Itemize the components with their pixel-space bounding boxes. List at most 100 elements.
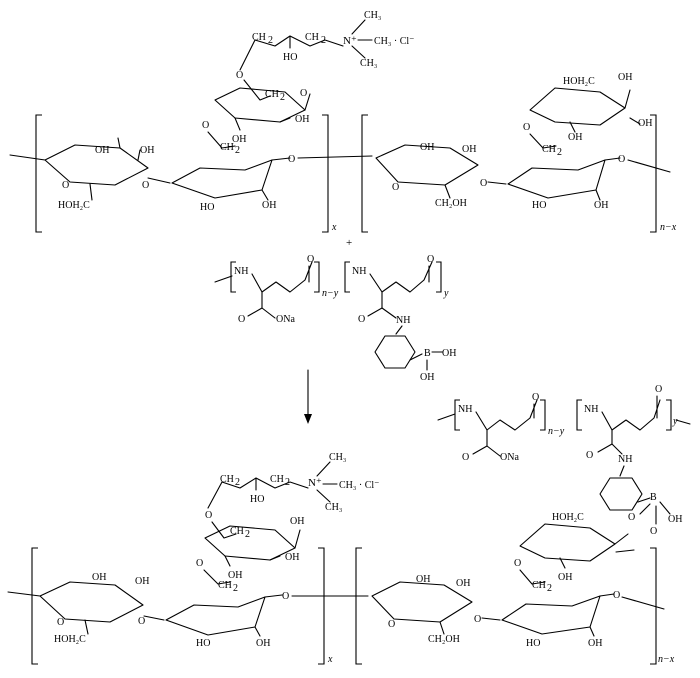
- svg-text:HO: HO: [526, 638, 540, 649]
- svg-text:OH: OH: [594, 200, 608, 211]
- svg-text:2: 2: [557, 147, 562, 158]
- svg-text:2: 2: [233, 583, 238, 594]
- svg-text:OH: OH: [228, 570, 242, 581]
- svg-text:CH: CH: [220, 474, 234, 485]
- svg-text:O: O: [655, 384, 662, 395]
- svg-text:CH₃: CH₃: [329, 452, 346, 463]
- svg-text:HOH₂C: HOH₂C: [552, 512, 584, 523]
- product-polysaccharide: CH 2 CH 2 HO N⁺ CH₃ CH₃ CH₃ · Cl⁻ O CH 2…: [7, 452, 675, 665]
- svg-text:n−y: n−y: [322, 288, 339, 299]
- svg-text:NH: NH: [396, 315, 410, 326]
- svg-text:OH: OH: [290, 516, 304, 527]
- svg-text:CH: CH: [532, 580, 546, 591]
- svg-text:OH: OH: [95, 145, 109, 156]
- svg-text:O: O: [205, 510, 212, 521]
- svg-text:O: O: [586, 450, 593, 461]
- svg-text:NH: NH: [458, 404, 472, 415]
- svg-text:CH: CH: [270, 474, 284, 485]
- product-phenyl-ring: [599, 477, 643, 511]
- svg-text:2: 2: [268, 35, 273, 46]
- svg-text:OH: OH: [262, 200, 276, 211]
- svg-text:O: O: [514, 558, 521, 569]
- svg-text:OH: OH: [295, 114, 309, 125]
- svg-text:B: B: [650, 492, 657, 503]
- svg-text:n−x: n−x: [658, 654, 675, 665]
- plus-sign: +: [346, 237, 352, 249]
- svg-text:HO: HO: [532, 200, 546, 211]
- svg-text:CH: CH: [220, 142, 234, 153]
- svg-text:O: O: [236, 70, 243, 81]
- svg-text:O: O: [462, 452, 469, 463]
- svg-text:OH: OH: [442, 348, 456, 359]
- svg-text:N⁺: N⁺: [343, 35, 357, 47]
- svg-text:O: O: [307, 254, 314, 265]
- svg-text:y: y: [443, 288, 449, 299]
- svg-text:CH₃ · Cl⁻: CH₃ · Cl⁻: [339, 480, 379, 491]
- svg-text:N⁺: N⁺: [308, 477, 322, 489]
- svg-text:NH: NH: [618, 454, 632, 465]
- svg-text:CH: CH: [252, 32, 266, 43]
- product-mannose-ring-1: O OH OH HOH₂C O: [7, 572, 165, 645]
- svg-text:O: O: [358, 314, 365, 325]
- svg-text:HO: HO: [196, 638, 210, 649]
- product-galactose-right: HOH₂C OH O CH 2: [514, 512, 635, 594]
- svg-text:HOH₂C: HOH₂C: [563, 76, 595, 87]
- svg-text:O: O: [613, 590, 620, 601]
- svg-text:HOH₂C: HOH₂C: [54, 634, 86, 645]
- svg-text:OH: OH: [456, 578, 470, 589]
- product-polypeptide-arm: NH O ONa O n−y NH O y O NH B OH O O: [437, 384, 691, 537]
- svg-text:HO: HO: [283, 52, 297, 63]
- svg-text:OH: OH: [568, 132, 582, 143]
- svg-text:2: 2: [245, 529, 250, 540]
- svg-text:2: 2: [235, 477, 240, 488]
- reactant-polysaccharide: CH 2 CH 2 HO N⁺ CH₃ CH₃ CH₃ · Cl⁻ O CH 2…: [9, 10, 677, 233]
- svg-text:NH: NH: [584, 404, 598, 415]
- svg-text:O: O: [392, 182, 399, 193]
- svg-text:CH₂OH: CH₂OH: [428, 634, 460, 645]
- svg-text:O: O: [142, 180, 149, 191]
- svg-text:O: O: [282, 591, 289, 602]
- svg-text:2: 2: [321, 35, 326, 46]
- product-mannose-ring-3: O OH OH CH₂OH O: [371, 574, 501, 645]
- svg-text:O: O: [628, 512, 635, 523]
- svg-text:CH₃: CH₃: [364, 10, 381, 21]
- reaction-arrow: [304, 369, 312, 424]
- svg-text:x: x: [327, 654, 333, 665]
- phenyl-ring: [374, 335, 416, 369]
- quaternary-ammonium-chain: CH 2 CH 2 HO N⁺ CH₃ CH₃ CH₃ · Cl⁻ O CH 2: [236, 10, 414, 103]
- svg-text:2: 2: [280, 92, 285, 103]
- product-galactose-left: OH OH OH O CH 2: [196, 516, 304, 594]
- svg-text:OH: OH: [638, 118, 652, 129]
- svg-text:O: O: [480, 178, 487, 189]
- svg-text:CH: CH: [230, 526, 244, 537]
- svg-text:OH: OH: [256, 638, 270, 649]
- product-mannose-ring-4: HO OH O: [501, 590, 665, 649]
- svg-text:CH₃ · Cl⁻: CH₃ · Cl⁻: [374, 36, 414, 47]
- svg-text:x: x: [331, 222, 337, 233]
- mannose-ring-1: O OH OH HOH₂C O: [9, 137, 171, 211]
- svg-text:OH: OH: [558, 572, 572, 583]
- svg-text:O: O: [618, 154, 625, 165]
- svg-text:OH: OH: [618, 72, 632, 83]
- product-bracket-x: x: [31, 547, 333, 665]
- svg-text:OH: OH: [668, 514, 682, 525]
- svg-text:O: O: [388, 619, 395, 630]
- repeat-bracket-nx: n−x: [361, 114, 677, 233]
- svg-text:OH: OH: [135, 576, 149, 587]
- svg-text:CH₃: CH₃: [325, 502, 342, 513]
- svg-text:O: O: [238, 314, 245, 325]
- svg-text:OH: OH: [232, 134, 246, 145]
- svg-text:O: O: [288, 154, 295, 165]
- svg-text:n−y: n−y: [548, 426, 565, 437]
- svg-text:2: 2: [285, 477, 290, 488]
- svg-text:CH: CH: [265, 89, 279, 100]
- svg-text:NH: NH: [352, 266, 366, 277]
- svg-text:O: O: [532, 392, 539, 403]
- svg-text:O: O: [523, 122, 530, 133]
- reactant-polypeptide: NH O ONa O n−y NH O y O NH B OH OH: [214, 254, 456, 383]
- svg-text:y: y: [672, 416, 678, 427]
- svg-text:O: O: [62, 180, 69, 191]
- svg-text:ONa: ONa: [276, 314, 295, 325]
- svg-text:B: B: [424, 348, 431, 359]
